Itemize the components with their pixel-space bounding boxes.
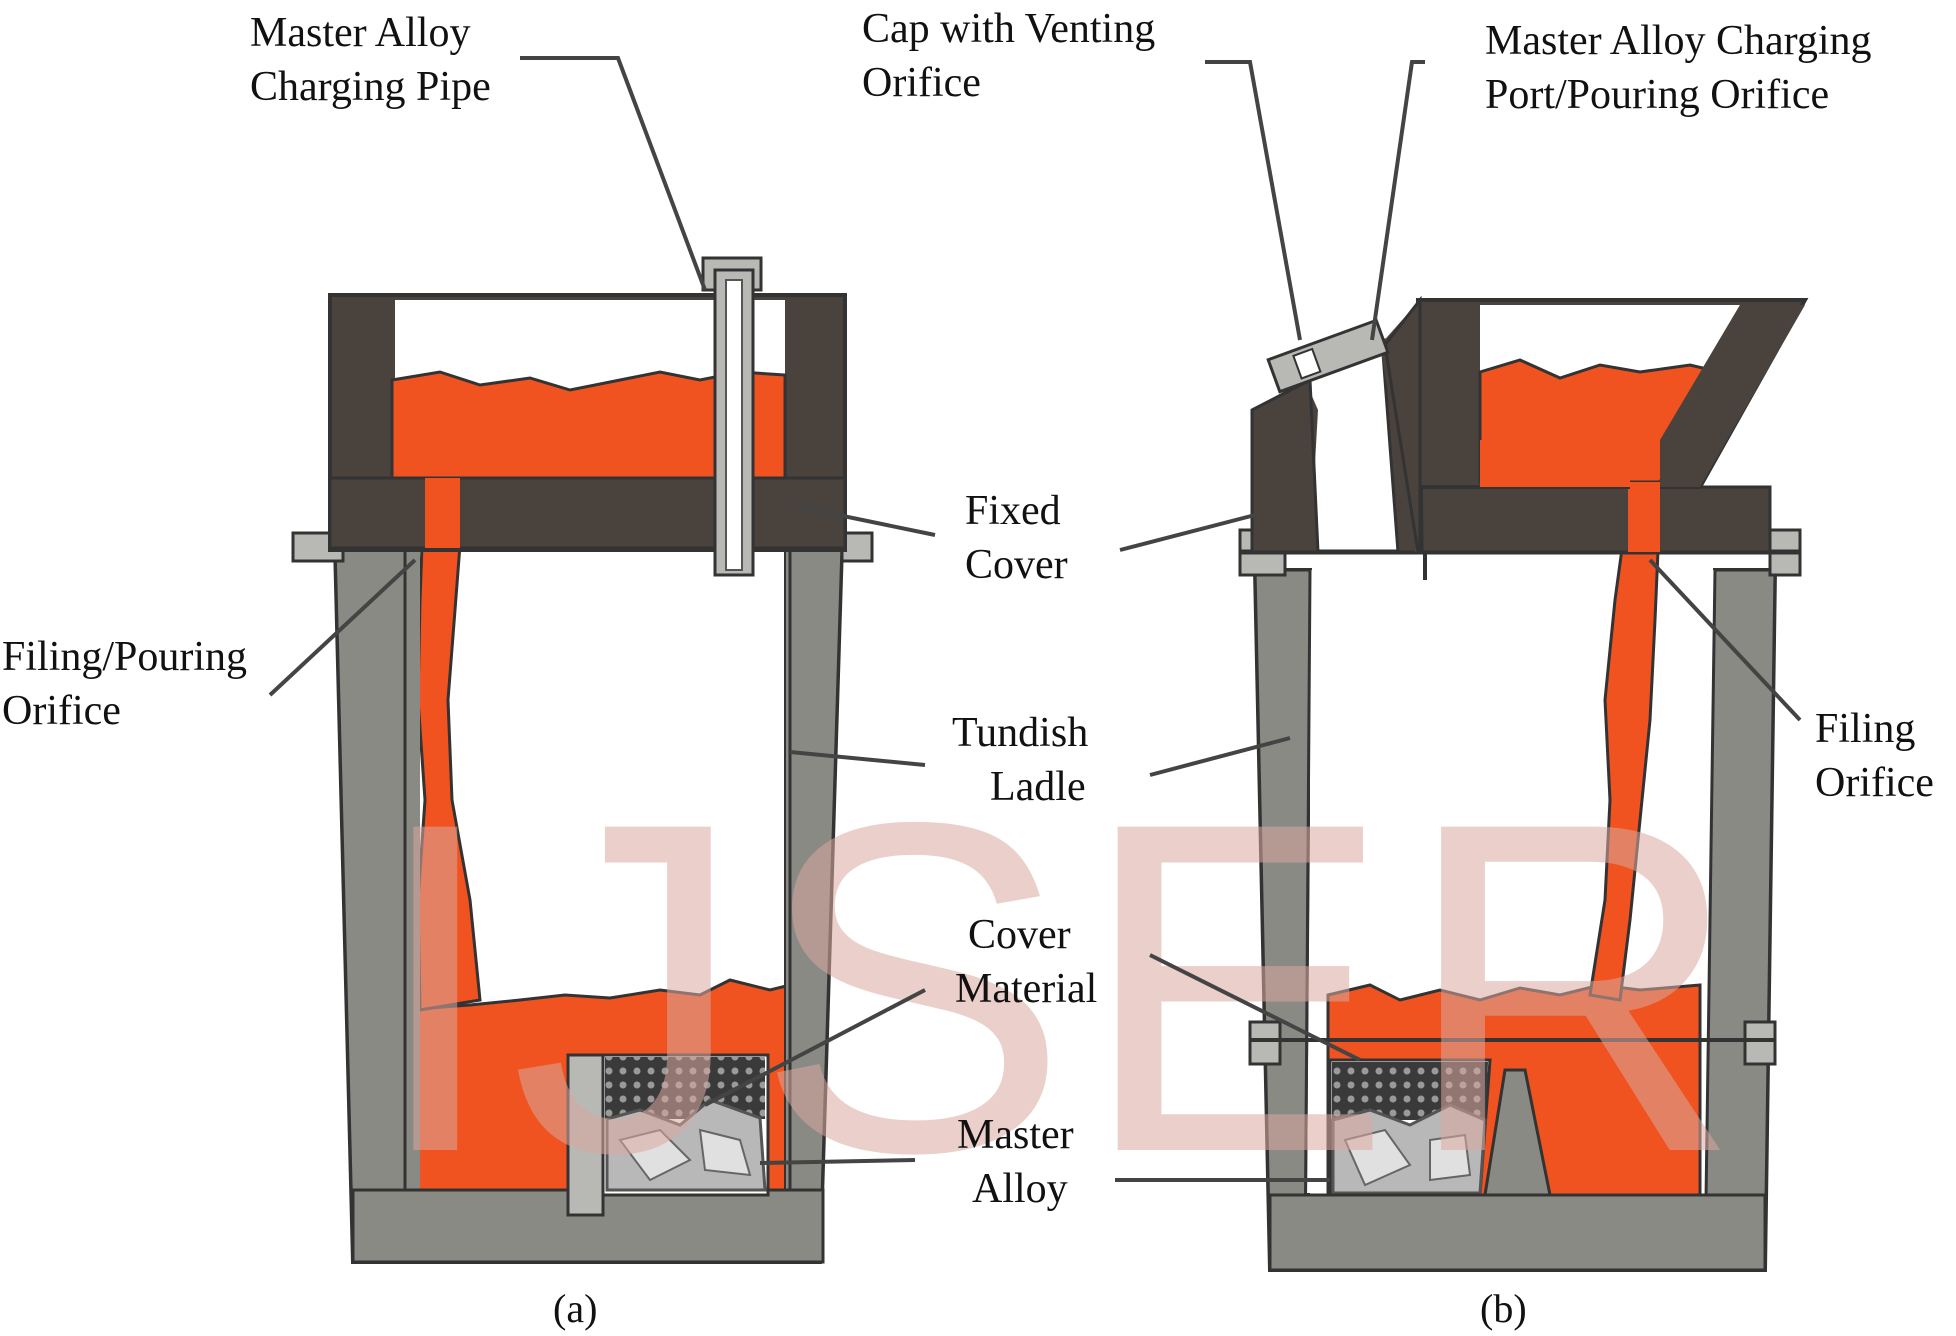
leader-lines: [268, 56, 1802, 1182]
label-fixed-cover: Fixed Cover: [965, 488, 1071, 588]
ladle-a: [291, 256, 874, 1264]
label-cover-material: Cover Material: [955, 912, 1097, 1012]
label-master-alloy-charging-pipe: Master Alloy Charging Pipe: [250, 10, 491, 110]
label-cap-with-venting-orifice: Cap with Venting Orifice: [862, 6, 1166, 106]
label-tundish-ladle: Tundish Ladle: [952, 710, 1099, 810]
ladle-b-fixed-cover: [1398, 485, 1772, 554]
ladle-a-divider: [566, 1053, 605, 1217]
watermark: IJSER: [370, 725, 1752, 1250]
caption-a: (a): [553, 1286, 597, 1331]
label-master-alloy: Master Alloy: [957, 1112, 1084, 1212]
ladle-b: [1238, 295, 1809, 1272]
label-filing-orifice: Filing Orifice: [1815, 706, 1934, 806]
label-filing-pouring-orifice: Filing/Pouring Orifice: [2, 634, 258, 734]
caption-b: (b): [1480, 1286, 1527, 1331]
label-master-alloy-charging-port: Master Alloy Charging Port/Pouring Orifi…: [1485, 18, 1882, 118]
ladle-b-cap: [1266, 318, 1390, 394]
ladle-b-metal-stream: [1588, 503, 1662, 1002]
ladle-a-charging-pipe: [701, 256, 763, 577]
